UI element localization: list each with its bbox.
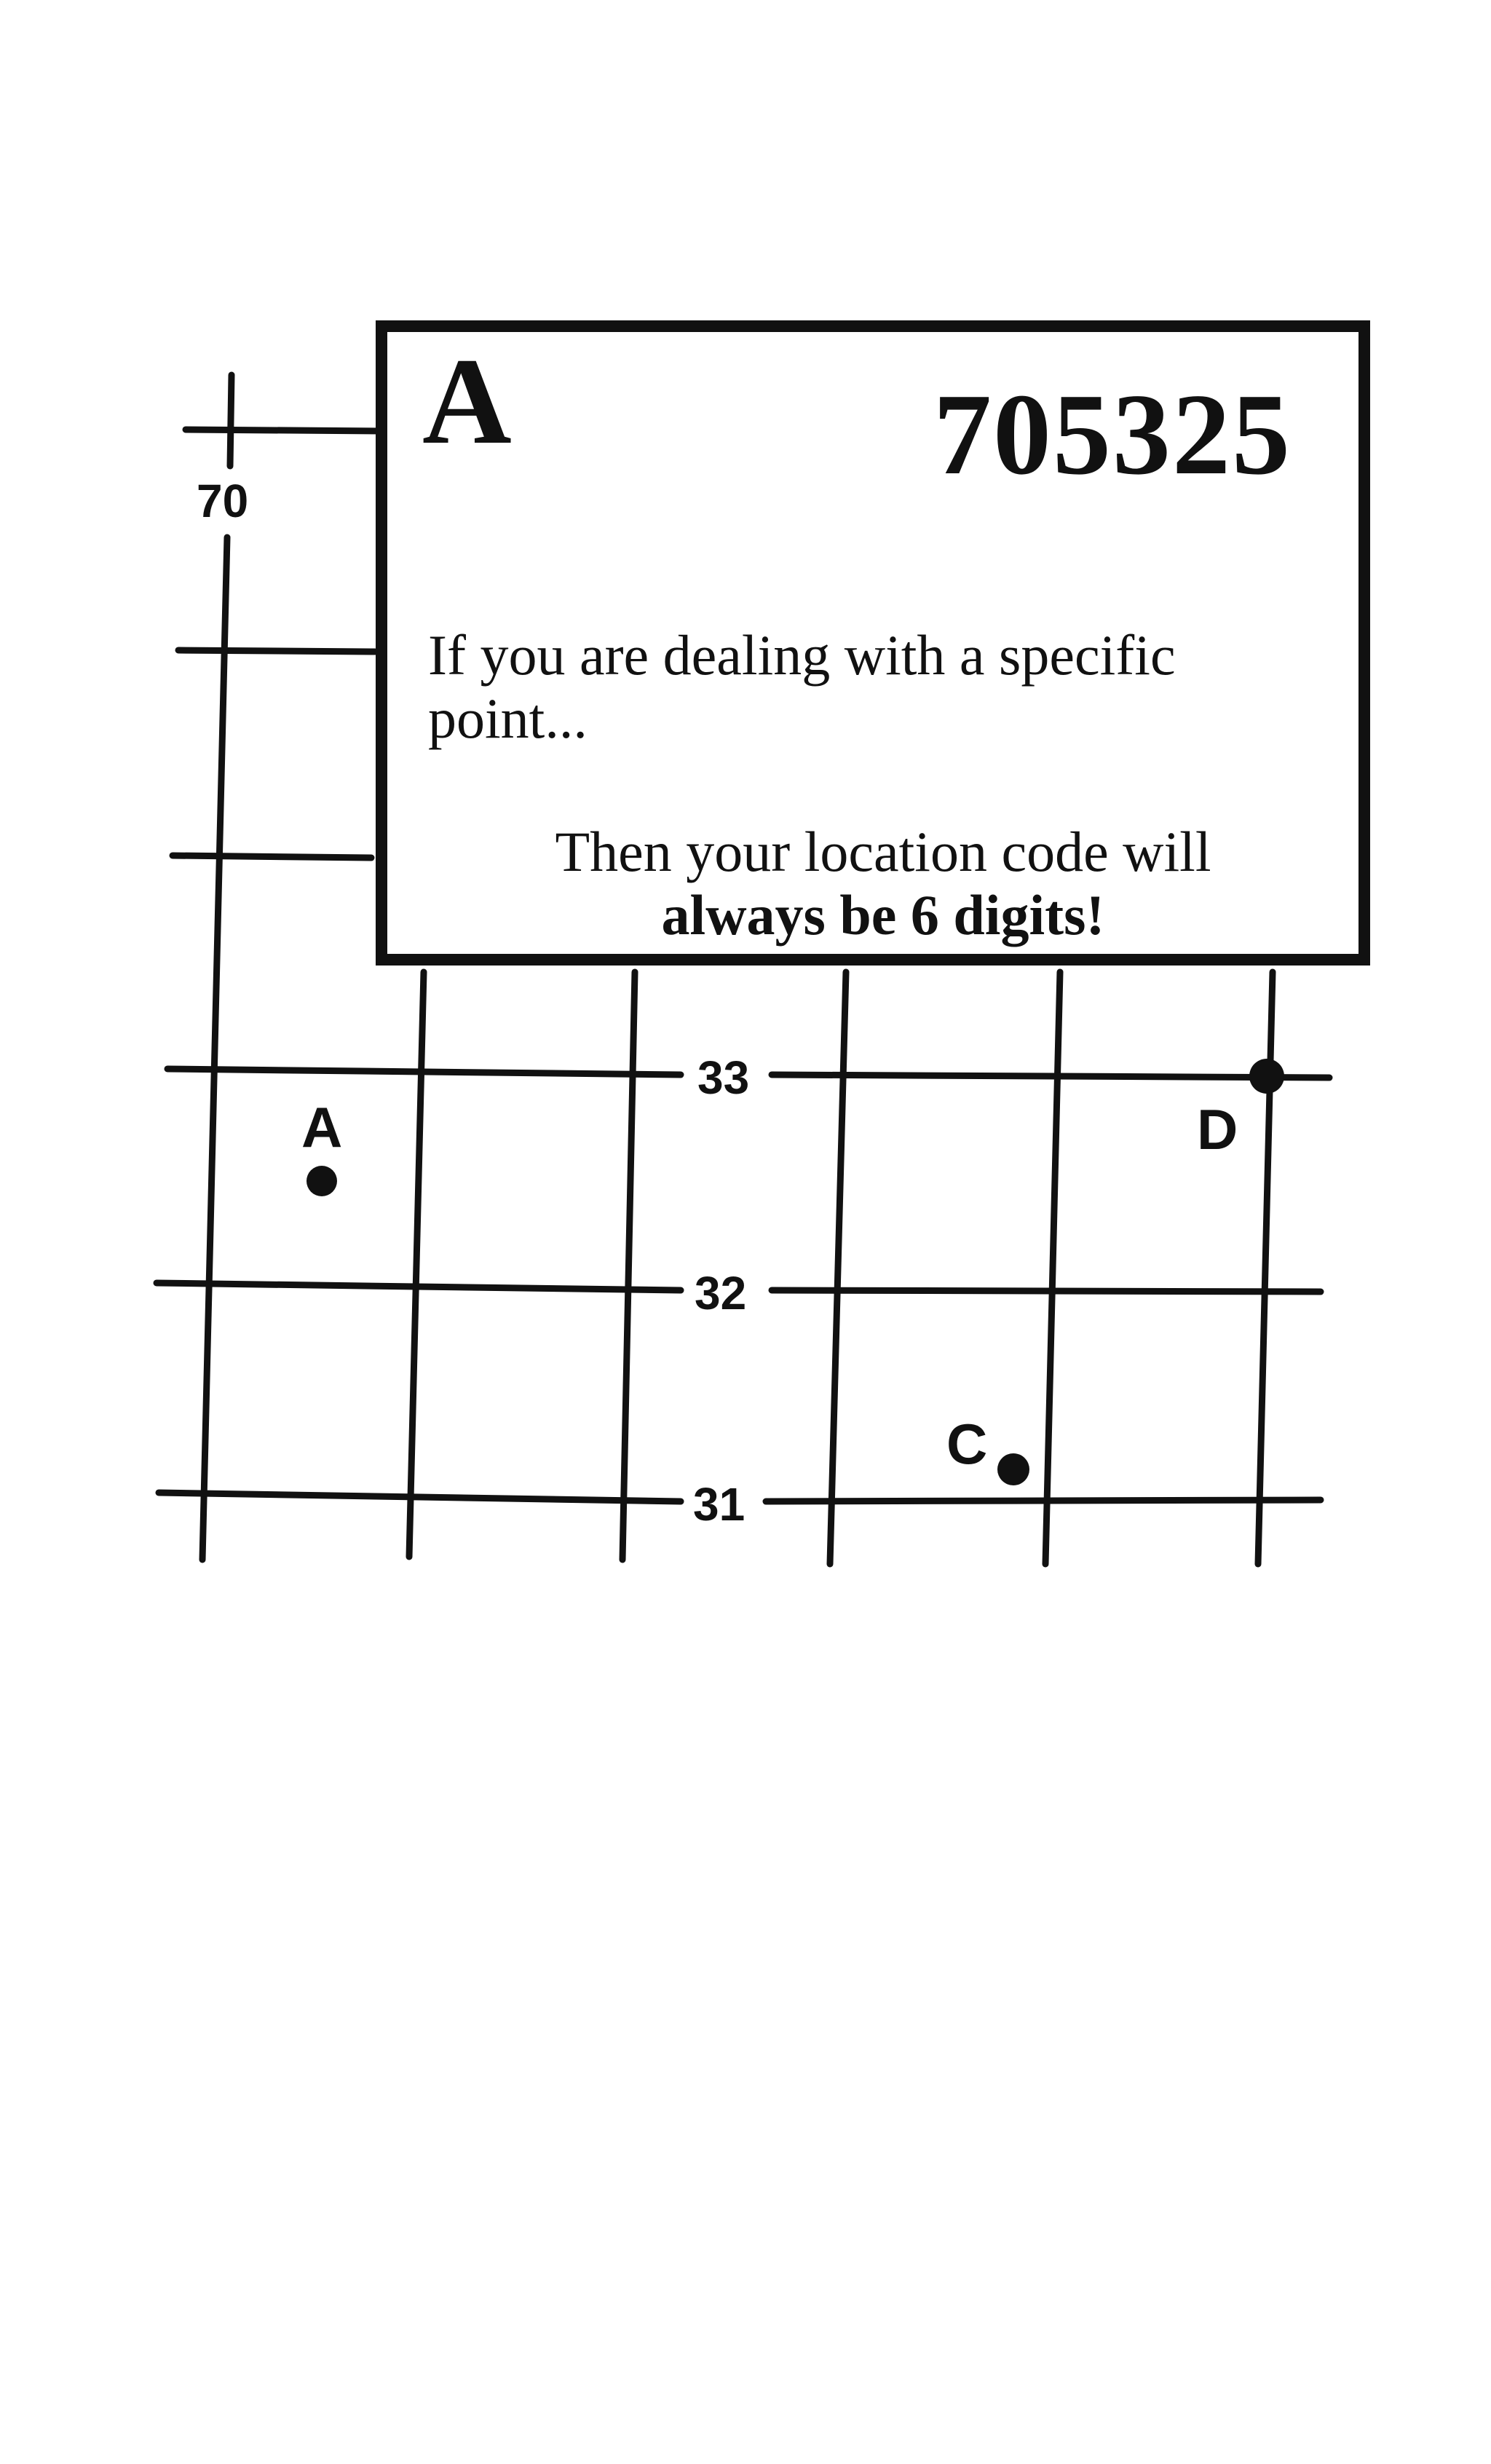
top-crosshair-horizontal [182,426,386,435]
callout-point-letter: A [422,333,512,470]
horizontal-line-31-right [762,1496,1324,1505]
grid-label-31: 31 [693,1478,745,1531]
grid-label-32: 32 [695,1267,746,1319]
callout-line-2: Then your location code will always be 6… [428,820,1338,947]
vertical-line-4 [826,968,850,1568]
vertical-line-left [199,534,231,1563]
callout-line-1: If you are dealing with a specific point… [428,623,1176,751]
horizontal-line-33-left [164,1065,684,1078]
vertical-line-3 [619,968,638,1563]
horizontal-line-31-left [155,1489,684,1505]
vertical-line-2 [406,968,427,1560]
grid-label-33: 33 [697,1051,749,1104]
horizontal-line-33-right [768,1071,1333,1081]
grid-label-70: 70 [197,475,248,527]
horizontal-line-32-right [768,1287,1324,1295]
horizontal-line-32-left [153,1279,684,1294]
point-d-dot [1249,1059,1284,1094]
tick-left-1 [175,647,379,655]
point-label-c: C [946,1412,987,1476]
info-callout: A 705325 If you are dealing with a speci… [376,320,1370,966]
callout-location-code: 705325 [933,369,1292,499]
top-crosshair-vertical [226,371,235,470]
callout-line-2-plain: Then your location code will [555,820,1211,883]
point-label-a: A [301,1095,342,1159]
callout-line-2-bold: always be 6 digits! [661,883,1105,947]
point-a-dot [306,1166,337,1196]
vertical-line-5 [1042,968,1064,1568]
point-c-dot [997,1453,1029,1485]
tick-left-2 [169,852,375,861]
point-label-d: D [1197,1097,1238,1161]
